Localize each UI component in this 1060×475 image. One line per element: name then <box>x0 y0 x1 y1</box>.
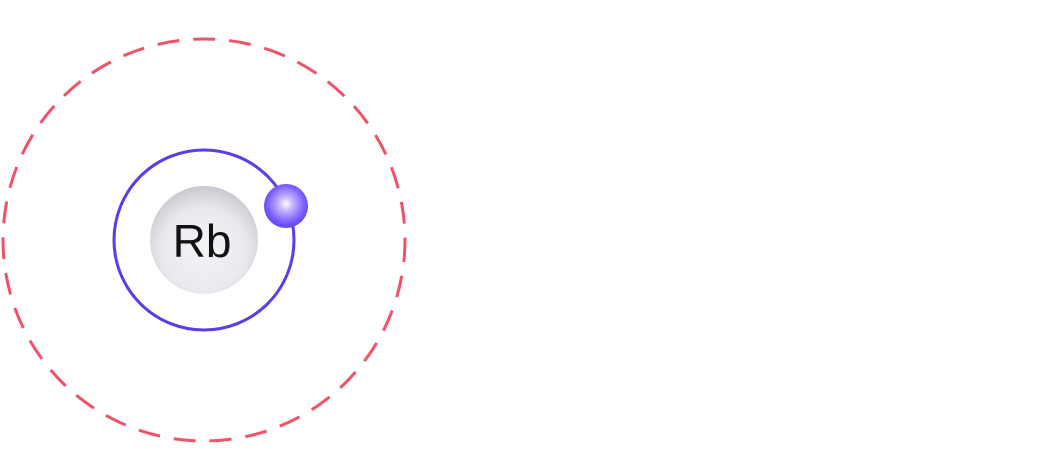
outer-shell-ring <box>1 37 407 443</box>
electron <box>264 184 308 228</box>
element-symbol: Rb <box>173 215 232 267</box>
nucleus <box>150 186 258 294</box>
electron-orbit <box>112 148 296 332</box>
